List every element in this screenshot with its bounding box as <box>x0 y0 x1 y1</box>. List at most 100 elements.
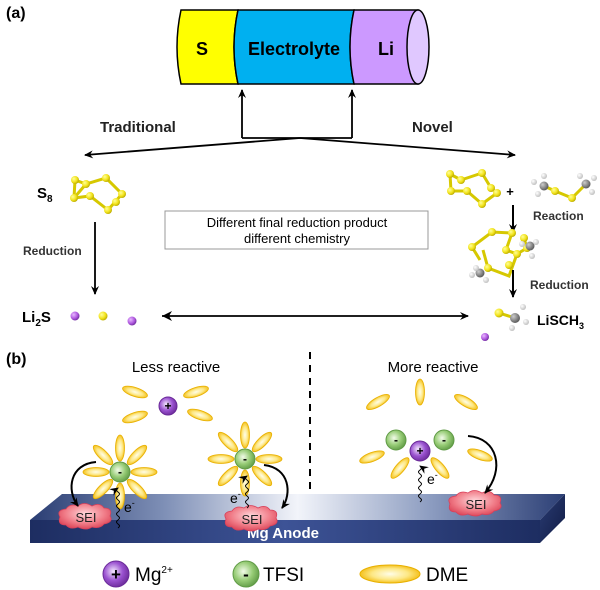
plus-sign: + <box>506 184 514 199</box>
legend-item-dme: DME <box>359 564 468 586</box>
dme-molecule <box>122 385 148 399</box>
anode-front-face <box>30 520 540 543</box>
dimethyl-disulfide-molecule <box>531 173 597 202</box>
anion-sign: - <box>118 465 122 479</box>
sei-cloud: SEI <box>58 503 112 530</box>
dme-molecule <box>217 465 239 487</box>
dme-molecule <box>415 378 425 406</box>
dme-molecule <box>251 465 273 487</box>
note-line-2: different chemistry <box>244 231 350 246</box>
dme-molecule <box>251 431 273 453</box>
anode-side-face <box>540 494 565 543</box>
curved-arrow <box>70 461 97 507</box>
dme-molecule <box>454 394 478 410</box>
dme-molecule <box>359 450 385 464</box>
dme-molecule <box>240 421 250 449</box>
sei-label: SEI <box>76 510 97 525</box>
mg-cation <box>158 396 178 416</box>
arrow-novel <box>299 137 516 159</box>
tfsi-anion <box>385 429 407 451</box>
mg-anode: Mg Anode <box>30 494 565 543</box>
battery-label-li: Li <box>378 39 394 59</box>
dme-molecule <box>82 467 110 477</box>
contact-ion-pair-cluster: --+ <box>359 378 493 479</box>
dme-molecule <box>126 478 148 500</box>
mg-cation <box>409 440 431 462</box>
dme-molecule <box>130 467 158 477</box>
label-li2s: Li2S <box>22 309 51 329</box>
anion-sign: - <box>394 433 398 447</box>
sei-label: SEI <box>466 497 487 512</box>
lisch3-molecule <box>481 304 529 341</box>
solvated-cation-free: + <box>122 385 213 424</box>
solvated-tfsi-anion: - <box>207 421 283 497</box>
solvated-tfsi-anion: - <box>82 434 158 510</box>
label-reduction-left: Reduction <box>23 244 82 258</box>
lithium-atom <box>70 311 80 321</box>
dme-molecule <box>126 444 148 466</box>
svg-text:Mg2+: Mg2+ <box>135 565 173 586</box>
note-line-1: Different final reduction product <box>207 215 388 230</box>
label-reaction: Reaction <box>533 209 584 223</box>
svg-text:TFSI: TFSI <box>263 565 304 586</box>
electron-label: e- <box>230 489 241 506</box>
title-less-reactive: Less reactive <box>132 359 220 376</box>
note-box: Different final reduction product differ… <box>164 210 429 250</box>
dme-molecule <box>115 434 125 462</box>
dme-molecule <box>366 394 390 410</box>
panel-a-label: (a) <box>6 5 26 22</box>
lithium-atom <box>127 316 137 326</box>
dme-molecule <box>217 431 239 453</box>
anode-top-surface <box>30 494 565 520</box>
electron-label: e- <box>427 470 438 487</box>
dme-molecule <box>467 448 493 462</box>
legend-item-tfsi: - TFSI <box>232 560 304 588</box>
svg-text:DME: DME <box>426 565 468 586</box>
label-traditional: Traditional <box>100 119 176 136</box>
electron-transfer-squiggle <box>109 487 120 529</box>
arrow-traditional <box>84 137 301 159</box>
dme-molecule <box>183 385 209 399</box>
anion-sign: - <box>243 452 247 466</box>
dme-molecule <box>207 454 235 464</box>
legend-item-mg: + Mg2+ <box>102 560 173 588</box>
sei-cloud: SEI <box>224 505 278 532</box>
arrow-head-left <box>162 311 172 321</box>
branch-arrows <box>84 89 516 159</box>
electron-transfer-squiggle <box>418 465 429 503</box>
dme-molecule <box>255 454 283 464</box>
dme-molecule <box>122 410 148 424</box>
battery-cylinder: S Electrolyte Li <box>176 9 430 85</box>
s8-ring-molecule-right <box>446 169 501 208</box>
tfsi-anion <box>433 429 455 451</box>
tfsi-anion <box>234 448 256 470</box>
electron-label: e- <box>124 498 135 515</box>
label-novel: Novel <box>412 119 453 136</box>
curved-arrow <box>467 435 498 494</box>
sulfur-atom <box>98 311 108 321</box>
tfsi-anion <box>109 461 131 483</box>
dme-molecule <box>187 408 213 422</box>
dme-molecule <box>430 457 450 479</box>
dme-molecule <box>390 457 410 479</box>
cation-sign: + <box>416 444 423 458</box>
battery-segment-lithium <box>349 9 419 85</box>
title-more-reactive: More reactive <box>388 359 479 376</box>
legend: + Mg2+ - TFSI DME <box>102 560 468 588</box>
lithium-atom <box>481 333 489 341</box>
svg-text:-: - <box>243 565 249 584</box>
battery-label-electrolyte: Electrolyte <box>248 39 340 59</box>
battery-label-s: S <box>196 39 208 59</box>
label-reduction-right: Reduction <box>530 278 589 292</box>
cation-sign: + <box>164 399 171 413</box>
label-s8: S8 <box>37 185 53 205</box>
electron-transfer-squiggle <box>238 475 249 509</box>
svg-text:+: + <box>111 565 121 584</box>
dme-molecule <box>92 444 114 466</box>
label-lisch3: LiSCH3 <box>537 312 584 331</box>
polysulfide-chain-molecule <box>468 228 539 283</box>
curved-arrow <box>263 464 290 509</box>
sei-label: SEI <box>242 512 263 527</box>
